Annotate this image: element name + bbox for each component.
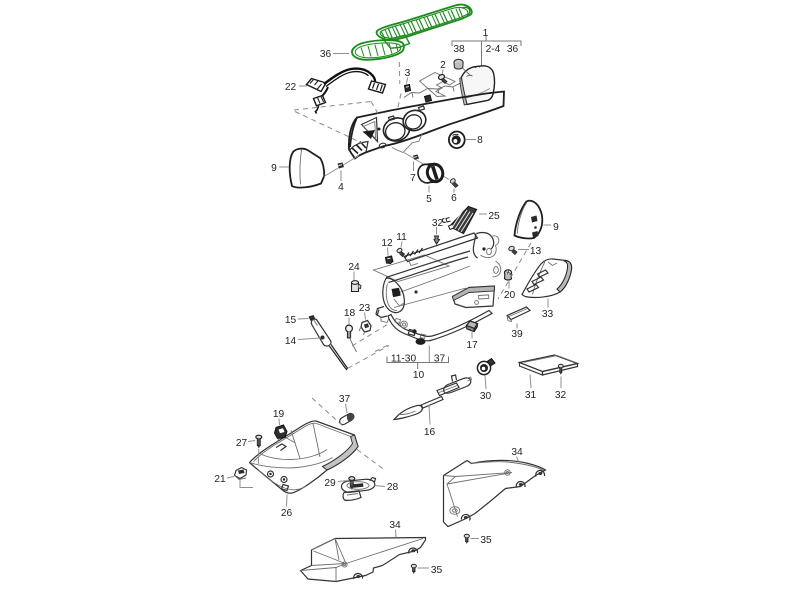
svg-text:16: 16 — [424, 427, 436, 438]
svg-text:9: 9 — [553, 222, 559, 233]
svg-text:35: 35 — [431, 565, 443, 576]
svg-text:6: 6 — [451, 193, 457, 204]
svg-text:38: 38 — [453, 44, 465, 55]
svg-text:32: 32 — [555, 390, 567, 401]
svg-text:26: 26 — [281, 508, 293, 519]
svg-text:34: 34 — [389, 520, 401, 531]
svg-text:32: 32 — [432, 218, 444, 229]
svg-text:1: 1 — [483, 28, 489, 39]
svg-text:36: 36 — [507, 44, 519, 55]
svg-text:27: 27 — [236, 438, 248, 449]
svg-text:15: 15 — [285, 315, 297, 326]
svg-text:10: 10 — [413, 370, 425, 381]
svg-text:28: 28 — [387, 482, 399, 493]
svg-text:31: 31 — [525, 390, 537, 401]
svg-text:23: 23 — [359, 303, 371, 314]
svg-text:29: 29 — [324, 478, 336, 489]
svg-text:11-30: 11-30 — [391, 354, 417, 365]
svg-text:39: 39 — [511, 329, 523, 340]
svg-text:35: 35 — [480, 535, 492, 546]
svg-text:36: 36 — [320, 49, 332, 60]
svg-text:20: 20 — [504, 290, 516, 301]
svg-text:8: 8 — [477, 135, 483, 146]
svg-text:17: 17 — [466, 340, 478, 351]
svg-text:5: 5 — [426, 194, 432, 205]
svg-text:9: 9 — [271, 163, 277, 174]
svg-text:33: 33 — [542, 309, 554, 320]
svg-text:7: 7 — [410, 173, 416, 184]
svg-text:21: 21 — [214, 474, 226, 485]
svg-text:11: 11 — [396, 232, 407, 243]
svg-text:34: 34 — [511, 447, 523, 458]
svg-text:30: 30 — [480, 391, 492, 402]
svg-text:37: 37 — [339, 394, 351, 405]
svg-text:24: 24 — [348, 262, 360, 273]
svg-text:25: 25 — [488, 211, 500, 222]
svg-text:18: 18 — [344, 308, 356, 319]
svg-text:22: 22 — [285, 82, 297, 93]
svg-text:13: 13 — [530, 246, 542, 257]
svg-text:14: 14 — [285, 336, 297, 347]
svg-text:4: 4 — [338, 182, 344, 193]
svg-text:37: 37 — [434, 354, 446, 365]
svg-text:12: 12 — [381, 238, 393, 249]
svg-text:2: 2 — [440, 60, 446, 71]
svg-text:19: 19 — [273, 409, 285, 420]
svg-text:3: 3 — [405, 68, 411, 79]
svg-text:2-4: 2-4 — [486, 44, 501, 55]
